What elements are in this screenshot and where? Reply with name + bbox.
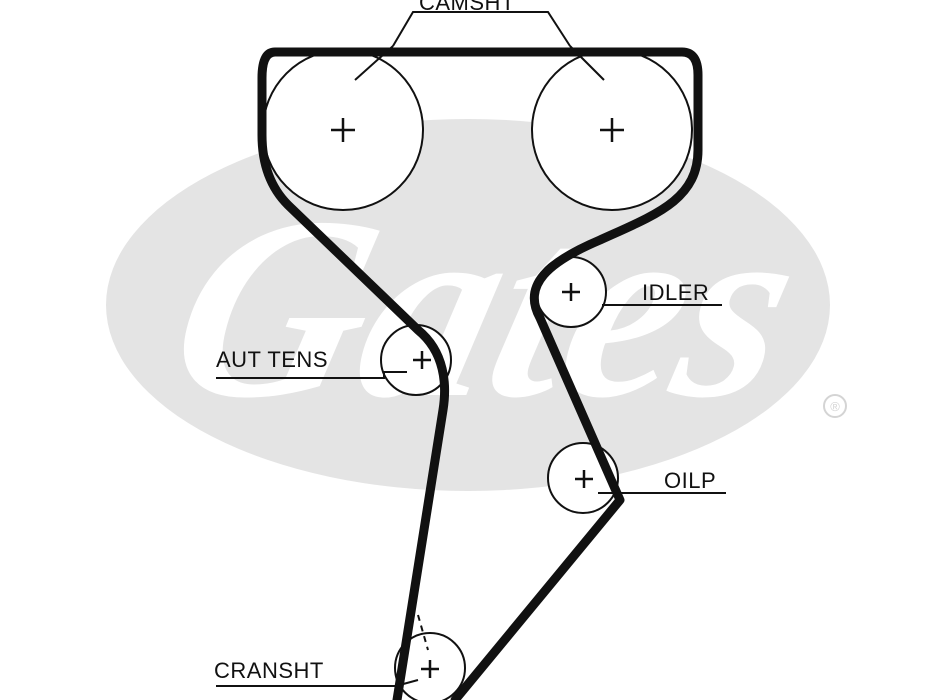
registered-mark: ®: [830, 399, 840, 414]
camshaft-label: CAMSHT: [419, 0, 515, 15]
crankshaft-center-icon: [421, 660, 439, 678]
camshaft-leader-right: [569, 45, 605, 81]
idler-center-icon: [562, 283, 580, 301]
component-labels: CAMSHT IDLER AUT TENS OILP CRANSHT: [214, 0, 716, 683]
auto-tensioner-label: AUT TENS: [216, 347, 328, 372]
crankshaft-label: CRANSHT: [214, 658, 324, 683]
oil-pump-center-icon: [575, 470, 593, 488]
logo-wordmark: Gates: [147, 165, 825, 453]
camshaft-right-center-icon: [600, 118, 624, 142]
tensioner-leader: [216, 371, 407, 379]
camshaft-left-center-icon: [331, 118, 355, 142]
registered-mark-circle: [823, 394, 847, 418]
leader-lines: [216, 11, 726, 687]
logo-ellipse: [106, 119, 830, 491]
camshaft-leader-bracket: [392, 11, 571, 47]
oil-pump-label: OILP: [664, 468, 716, 493]
crankshaft-leader: [216, 679, 419, 687]
idler-label: IDLER: [642, 280, 709, 305]
tensioner-center-icon: [413, 351, 431, 369]
pulley-centers: [331, 118, 624, 678]
timing-belt: [257, 47, 703, 700]
camshaft-leader-left: [354, 45, 394, 81]
gates-logo-watermark: Gates ®: [106, 119, 847, 491]
